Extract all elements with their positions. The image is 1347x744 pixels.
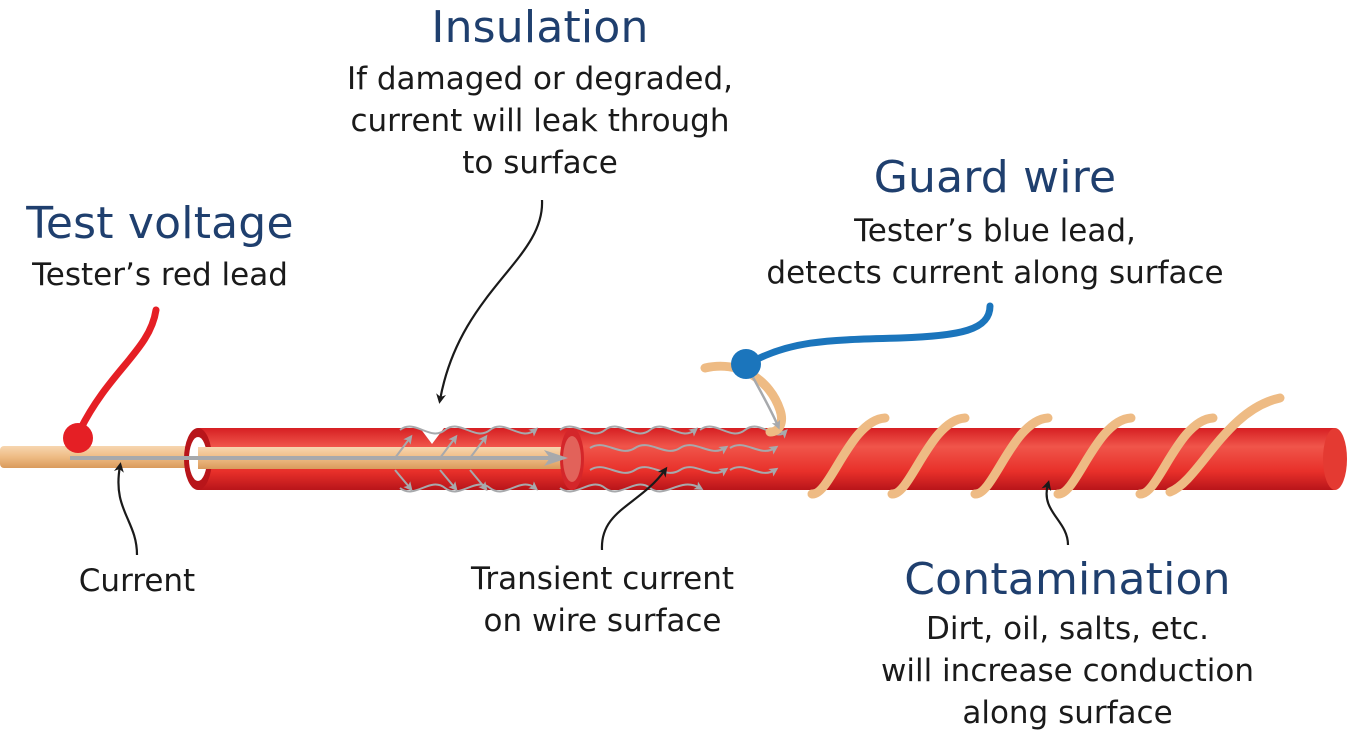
insulation-desc-line: current will leak through (350, 103, 730, 139)
contamination-desc-line: along surface (962, 695, 1173, 731)
insulation-desc-line: to surface (462, 145, 618, 181)
guard-wire-desc-line: detects current along surface (766, 255, 1224, 291)
current-label: Current (78, 563, 196, 599)
test-voltage-desc-line: Tester’s red lead (32, 257, 288, 293)
insulation-label: Insulation If damaged or degraded, curre… (330, 4, 750, 184)
pointer-arrows (114, 199, 1070, 556)
transient-pointer-arrow (600, 466, 668, 551)
guard-wire-desc-line: Tester’s blue lead, (854, 213, 1136, 249)
guard-wire-description: Tester’s blue lead, detects current alon… (740, 210, 1250, 294)
red-lead-clip-icon (63, 423, 93, 453)
contamination-spiral (807, 393, 1285, 499)
blue-lead (744, 302, 994, 368)
contamination-pointer-arrow (1041, 480, 1070, 546)
transient-line: Transient current (470, 561, 735, 597)
transient-line: on wire surface (483, 603, 722, 639)
insulation-title: Insulation (431, 2, 649, 53)
guard-wire-title: Guard wire (873, 152, 1117, 203)
insulation-desc-line: If damaged or degraded, (346, 61, 734, 97)
leakage-current-arrows (394, 425, 788, 493)
current-pointer-arrow (114, 462, 139, 556)
test-voltage-label: Test voltage Tester’s red lead (10, 200, 310, 296)
insulation-description: If damaged or degraded, current will lea… (330, 58, 750, 184)
insulation-pointer-arrow (436, 199, 544, 404)
guard-wire (700, 302, 994, 437)
test-voltage-description: Tester’s red lead (10, 254, 310, 296)
red-lead (63, 306, 160, 453)
transient-current-label: Transient current on wire surface (440, 558, 765, 642)
contamination-desc-line: Dirt, oil, salts, etc. (926, 611, 1209, 647)
contamination-desc-line: will increase conduction (881, 653, 1254, 689)
blue-lead-clip-icon (731, 349, 761, 379)
contamination-label: Contamination Dirt, oil, salts, etc. wil… (850, 556, 1285, 734)
contamination-description: Dirt, oil, salts, etc. will increase con… (850, 608, 1285, 734)
test-voltage-title: Test voltage (26, 198, 294, 249)
contamination-title: Contamination (904, 554, 1231, 605)
guard-wire-label: Guard wire Tester’s blue lead, detects c… (740, 154, 1250, 294)
